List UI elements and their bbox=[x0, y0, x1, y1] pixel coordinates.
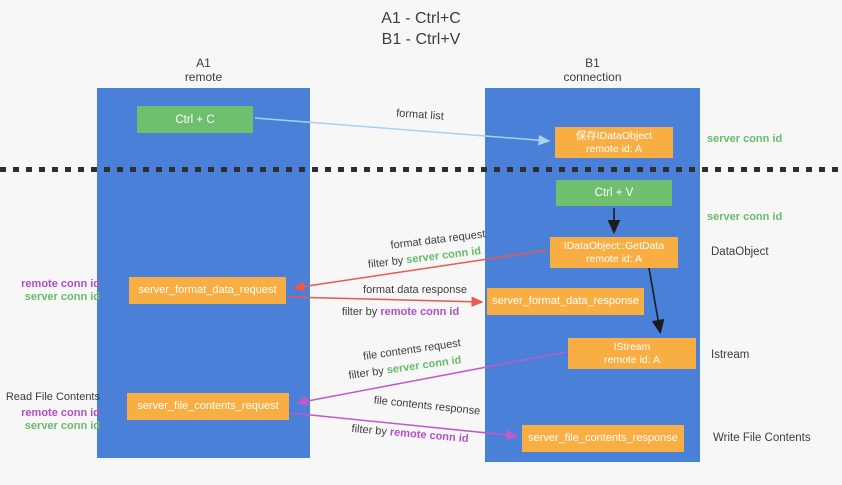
node-server-file-contents-request: server_file_contents_request bbox=[127, 393, 289, 420]
filter-remote-conn-id-1: remote conn id bbox=[380, 306, 460, 318]
node-getdata-line1: IDataObject::GetData bbox=[563, 239, 665, 252]
node-format-response-label: server_format_data_response bbox=[492, 295, 639, 307]
filter-by-text-3: filter by bbox=[347, 364, 388, 382]
node-file-response-label: server_file_contents_response bbox=[528, 432, 678, 444]
filter-by-text-1: filter by bbox=[367, 254, 408, 271]
arrow-format-data-response bbox=[287, 296, 484, 307]
node-server-format-data-request: server_format_data_request bbox=[129, 277, 286, 304]
column-header-b1: B1 connection bbox=[485, 56, 700, 84]
column-a1-name: A1 bbox=[196, 56, 211, 70]
diagram-title: A1 - Ctrl+C B1 - Ctrl+V bbox=[0, 8, 842, 50]
arrow-label-format-list: format list bbox=[395, 107, 445, 123]
machine-separator-dotted-line bbox=[0, 167, 842, 172]
node-ctrl-v-label: Ctrl + V bbox=[594, 187, 634, 199]
arrow-label-format-data-response: format data response bbox=[363, 284, 467, 296]
node-file-request-label: server_file_contents_request bbox=[137, 400, 279, 412]
label-conn-id-pair-1: remote conn id server conn id bbox=[0, 278, 100, 304]
column-header-a1: A1 remote bbox=[97, 56, 310, 84]
title-line-2: B1 - Ctrl+V bbox=[381, 31, 461, 48]
label-server-conn-id-2: server conn id bbox=[24, 420, 100, 432]
label-read-file-contents: Read File Contents bbox=[5, 391, 100, 403]
title-line-1: A1 - Ctrl+C bbox=[381, 10, 461, 27]
label-server-conn-id-mid: server conn id bbox=[707, 211, 783, 223]
node-format-request-label: server_format_data_request bbox=[138, 284, 277, 296]
label-remote-conn-id-1: remote conn id bbox=[21, 278, 100, 290]
node-ctrl-c: Ctrl + C bbox=[137, 106, 253, 133]
column-b1-name: B1 bbox=[585, 56, 600, 70]
filter-remote-conn-id-2: remote conn id bbox=[389, 426, 469, 446]
column-b1-subtitle: connection bbox=[563, 70, 622, 84]
label-conn-id-pair-2: remote conn id server conn id bbox=[0, 407, 100, 433]
node-istream-line2: remote id: A bbox=[603, 353, 661, 366]
label-dataobject: DataObject bbox=[711, 246, 769, 258]
node-istream: IStream remote id: A bbox=[568, 338, 696, 369]
label-istream: Istream bbox=[711, 349, 750, 361]
arrow-label-file-contents-response: file contents response bbox=[373, 394, 481, 418]
node-ctrl-v: Ctrl + V bbox=[556, 180, 672, 206]
label-remote-conn-id-2: remote conn id bbox=[21, 407, 100, 419]
label-server-conn-id-1: server conn id bbox=[24, 291, 100, 303]
node-save-dataobject-line1: 保存IDataObject bbox=[575, 129, 653, 142]
label-server-conn-id-top: server conn id bbox=[707, 133, 783, 145]
label-write-file-contents: Write File Contents bbox=[713, 432, 811, 444]
node-istream-line1: IStream bbox=[613, 340, 651, 353]
arrow-label-filter-remote-1: filter by remote conn id bbox=[328, 306, 473, 318]
column-a1-subtitle: remote bbox=[184, 70, 223, 84]
arrow-label-filter-remote-2: filter by remote conn id bbox=[335, 421, 485, 446]
node-save-dataobject: 保存IDataObject remote id: A bbox=[555, 127, 673, 158]
node-save-dataobject-line2: remote id: A bbox=[585, 142, 643, 155]
node-ctrl-c-label: Ctrl + C bbox=[175, 113, 215, 126]
filter-by-text-4: filter by bbox=[351, 422, 391, 439]
node-server-file-contents-response: server_file_contents_response bbox=[522, 425, 684, 452]
node-idataobject-getdata: IDataObject::GetData remote id: A bbox=[550, 237, 678, 268]
node-getdata-line2: remote id: A bbox=[585, 252, 643, 265]
filter-by-text-2: filter by bbox=[341, 306, 381, 318]
node-server-format-data-response: server_format_data_response bbox=[487, 288, 644, 315]
